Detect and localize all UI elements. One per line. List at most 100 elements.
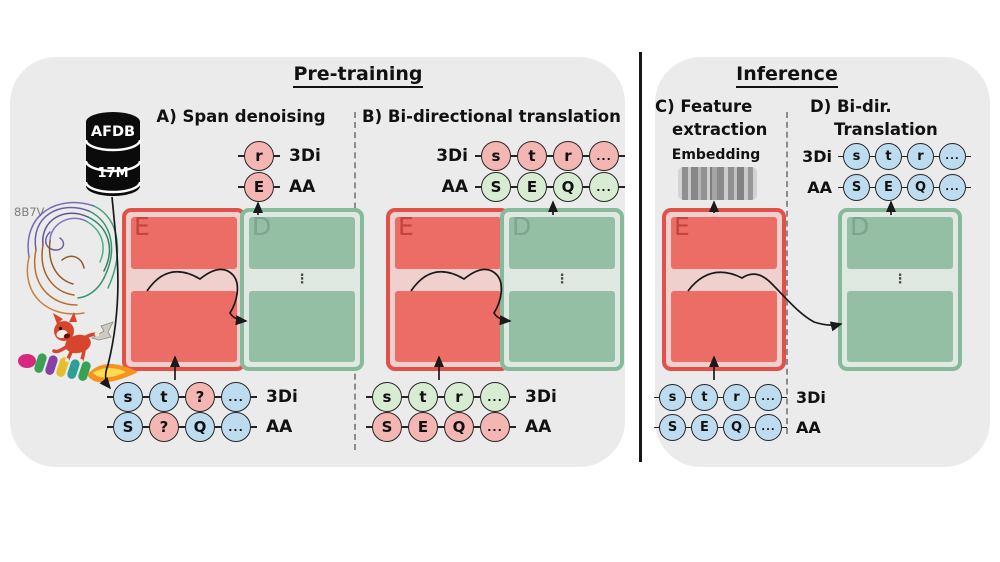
embedding-barcode (678, 167, 757, 200)
token-circle: S (372, 412, 402, 442)
chain-link-icon (107, 426, 113, 428)
sequence-type-label: 3Di (802, 147, 832, 166)
token-circle: t (691, 384, 718, 411)
chain-link-icon (474, 426, 480, 428)
token-circle: ? (185, 382, 215, 412)
ellipsis-dots: ⋮ (893, 272, 907, 288)
chain-link-icon (511, 186, 517, 188)
chain-link-icon (934, 186, 939, 189)
token-circle: ... (939, 143, 966, 170)
chain-link-icon (782, 426, 787, 429)
chain-link-icon (654, 426, 659, 429)
token-chain: r (238, 141, 280, 171)
chain-link-icon (238, 155, 244, 157)
token-circle: r (244, 141, 274, 171)
token-circle: S (113, 412, 143, 442)
token-circle: r (553, 141, 583, 171)
encoder-letter: E (134, 212, 150, 241)
chain-link-icon (870, 186, 875, 189)
decoder-layer-bottom (847, 291, 953, 362)
chain-link-icon (902, 186, 907, 189)
decoder-layer-top (249, 217, 355, 269)
token-circle: ... (480, 412, 510, 442)
section-d-title-line1: D) Bi-dir. (810, 97, 892, 116)
token-circle: t (149, 382, 179, 412)
token-circle: r (723, 384, 750, 411)
token-row-a-input-aa: S?Q...AA (107, 412, 292, 442)
encoder-layer-bottom (131, 291, 237, 362)
token-circle: ... (221, 382, 251, 412)
sequence-type-label: 3Di (436, 146, 468, 166)
chain-link-icon (838, 155, 843, 158)
encoder-layer-gap (395, 269, 501, 291)
token-circle: ... (480, 382, 510, 412)
ellipsis-dots: ⋮ (555, 272, 569, 288)
token-circle: S (481, 172, 511, 202)
token-circle: ... (589, 172, 619, 202)
chain-link-icon (143, 426, 149, 428)
section-d-title: D) Bi-dir. Translation (810, 95, 938, 141)
token-circle: t (408, 382, 438, 412)
decoder-block-translation: D ⋮ (500, 208, 624, 371)
chain-link-icon (107, 396, 113, 398)
encoder-layer-top (671, 217, 777, 269)
decoder-layer-bottom (509, 291, 615, 362)
encoder-block-translation: E (386, 208, 510, 371)
encoder-layer-top (395, 217, 501, 269)
token-circle: t (875, 143, 902, 170)
chain-link-icon (782, 396, 787, 399)
pretraining-title: Pre-training (288, 63, 428, 88)
sequence-type-label: AA (807, 178, 832, 197)
chain-link-icon (750, 396, 755, 399)
chain-link-icon (179, 396, 185, 398)
section-a-title: A) Span denoising (156, 107, 326, 126)
chain-link-icon (934, 155, 939, 158)
chain-link-icon (654, 396, 659, 399)
decoder-layer-gap: ⋮ (509, 269, 615, 291)
section-d-title-line2: Translation (834, 120, 938, 139)
section-c-title-line2: extraction (672, 120, 768, 139)
token-circle: ... (221, 412, 251, 442)
token-circle: s (659, 384, 686, 411)
embedding-label: Embedding (671, 147, 761, 163)
token-circle: ? (149, 412, 179, 442)
token-circle: r (907, 143, 934, 170)
token-circle: E (244, 172, 274, 202)
section-c-title-line1: C) Feature (655, 97, 753, 116)
token-circle: S (843, 174, 870, 201)
section-b-title: B) Bi-directional translation (362, 107, 621, 126)
sequence-type-label: 3Di (266, 387, 298, 407)
sequence-type-label: AA (441, 177, 468, 197)
chain-link-icon (870, 155, 875, 158)
chain-link-icon (547, 186, 553, 188)
token-circle: s (843, 143, 870, 170)
chain-link-icon (475, 155, 481, 157)
chain-link-icon (838, 186, 843, 189)
token-circle: s (113, 382, 143, 412)
encoder-layer-gap (671, 269, 777, 291)
token-chain: E (238, 172, 280, 202)
sequence-type-label: AA (525, 417, 552, 437)
chain-link-icon (438, 426, 444, 428)
chain-link-icon (902, 155, 907, 158)
decoder-letter: D (252, 212, 272, 241)
chain-link-icon (274, 186, 280, 188)
token-circle: s (372, 382, 402, 412)
token-circle: S (659, 414, 686, 441)
encoder-block-span-denoising: E (122, 208, 246, 371)
decoder-letter: D (850, 212, 870, 241)
sequence-type-label: 3Di (796, 388, 826, 407)
chain-link-icon (510, 396, 516, 398)
chain-link-icon (718, 426, 723, 429)
